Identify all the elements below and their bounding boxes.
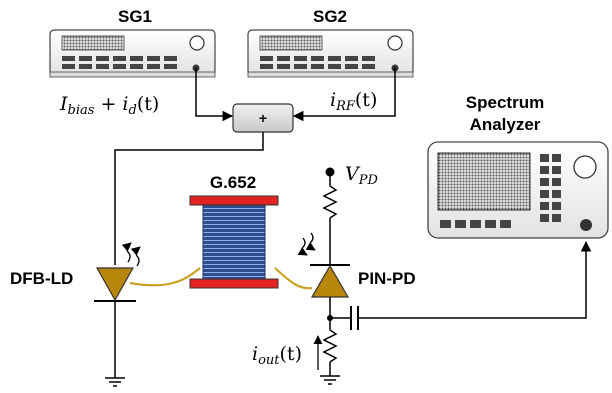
pd-ground-icon: [320, 375, 340, 385]
pd-bias-resistor-icon: [322, 185, 338, 219]
sg1-knob-icon: [189, 35, 205, 51]
laser-ground-icon: [105, 377, 125, 387]
laser-emission-arrows-icon: [121, 242, 141, 267]
sg1-instrument[interactable]: [49, 29, 216, 78]
spectrum-analyzer-label-line1: Spectrum: [466, 93, 544, 112]
spectrum-analyzer-keys: [440, 154, 561, 228]
output-current-label: iout(t): [252, 343, 302, 368]
sg2-to-combiner-wire: [292, 68, 396, 122]
sg2-screen: [259, 35, 323, 51]
fiber-out-segment: [274, 267, 313, 290]
rf-signal-label: iRF(t): [330, 89, 377, 114]
pin-pd-label: PIN-PD: [358, 269, 416, 288]
coupling-capacitor-icon: [350, 306, 359, 330]
fiber-spool[interactable]: [189, 195, 279, 289]
spectrum-analyzer-label-line2: Analyzer: [470, 115, 541, 134]
spectrum-analyzer-knob-icon: [573, 155, 597, 179]
sg2-label: SG2: [313, 7, 347, 26]
spectrum-analyzer-instrument[interactable]: [427, 141, 609, 239]
combiner-plus-symbol: +: [259, 110, 267, 126]
sg1-screen: [61, 35, 125, 51]
sg1-keypad: [62, 56, 177, 69]
vpd-label: VPD: [345, 163, 378, 188]
combiner-box[interactable]: +: [232, 103, 294, 133]
sg2-knob-icon: [387, 35, 403, 51]
load-resistor-icon: [322, 329, 338, 363]
fiber-in-segment: [129, 267, 201, 287]
sg1-to-combiner-wire: [195, 68, 234, 122]
fiber-label: G.652: [210, 173, 256, 192]
photodiode-incident-light-arrows-icon: [297, 232, 316, 256]
sg2-instrument[interactable]: [247, 29, 414, 78]
spectrum-analyzer-screen: [437, 152, 531, 211]
dfb-laser-diode[interactable]: [94, 267, 136, 302]
sg1-label: SG1: [118, 7, 152, 26]
bias-signal-label: Ibias + id(t): [59, 93, 159, 118]
spectrum-analyzer-input-port-icon: [580, 219, 592, 231]
pin-photodiode[interactable]: [310, 264, 350, 298]
sg2-keypad: [260, 56, 375, 69]
dfb-ld-label: DFB-LD: [10, 269, 73, 288]
combiner-to-laser-wire: [114, 132, 264, 265]
vpd-terminal-icon: [325, 167, 335, 177]
capacitor-to-analyzer-wire: [359, 240, 592, 319]
